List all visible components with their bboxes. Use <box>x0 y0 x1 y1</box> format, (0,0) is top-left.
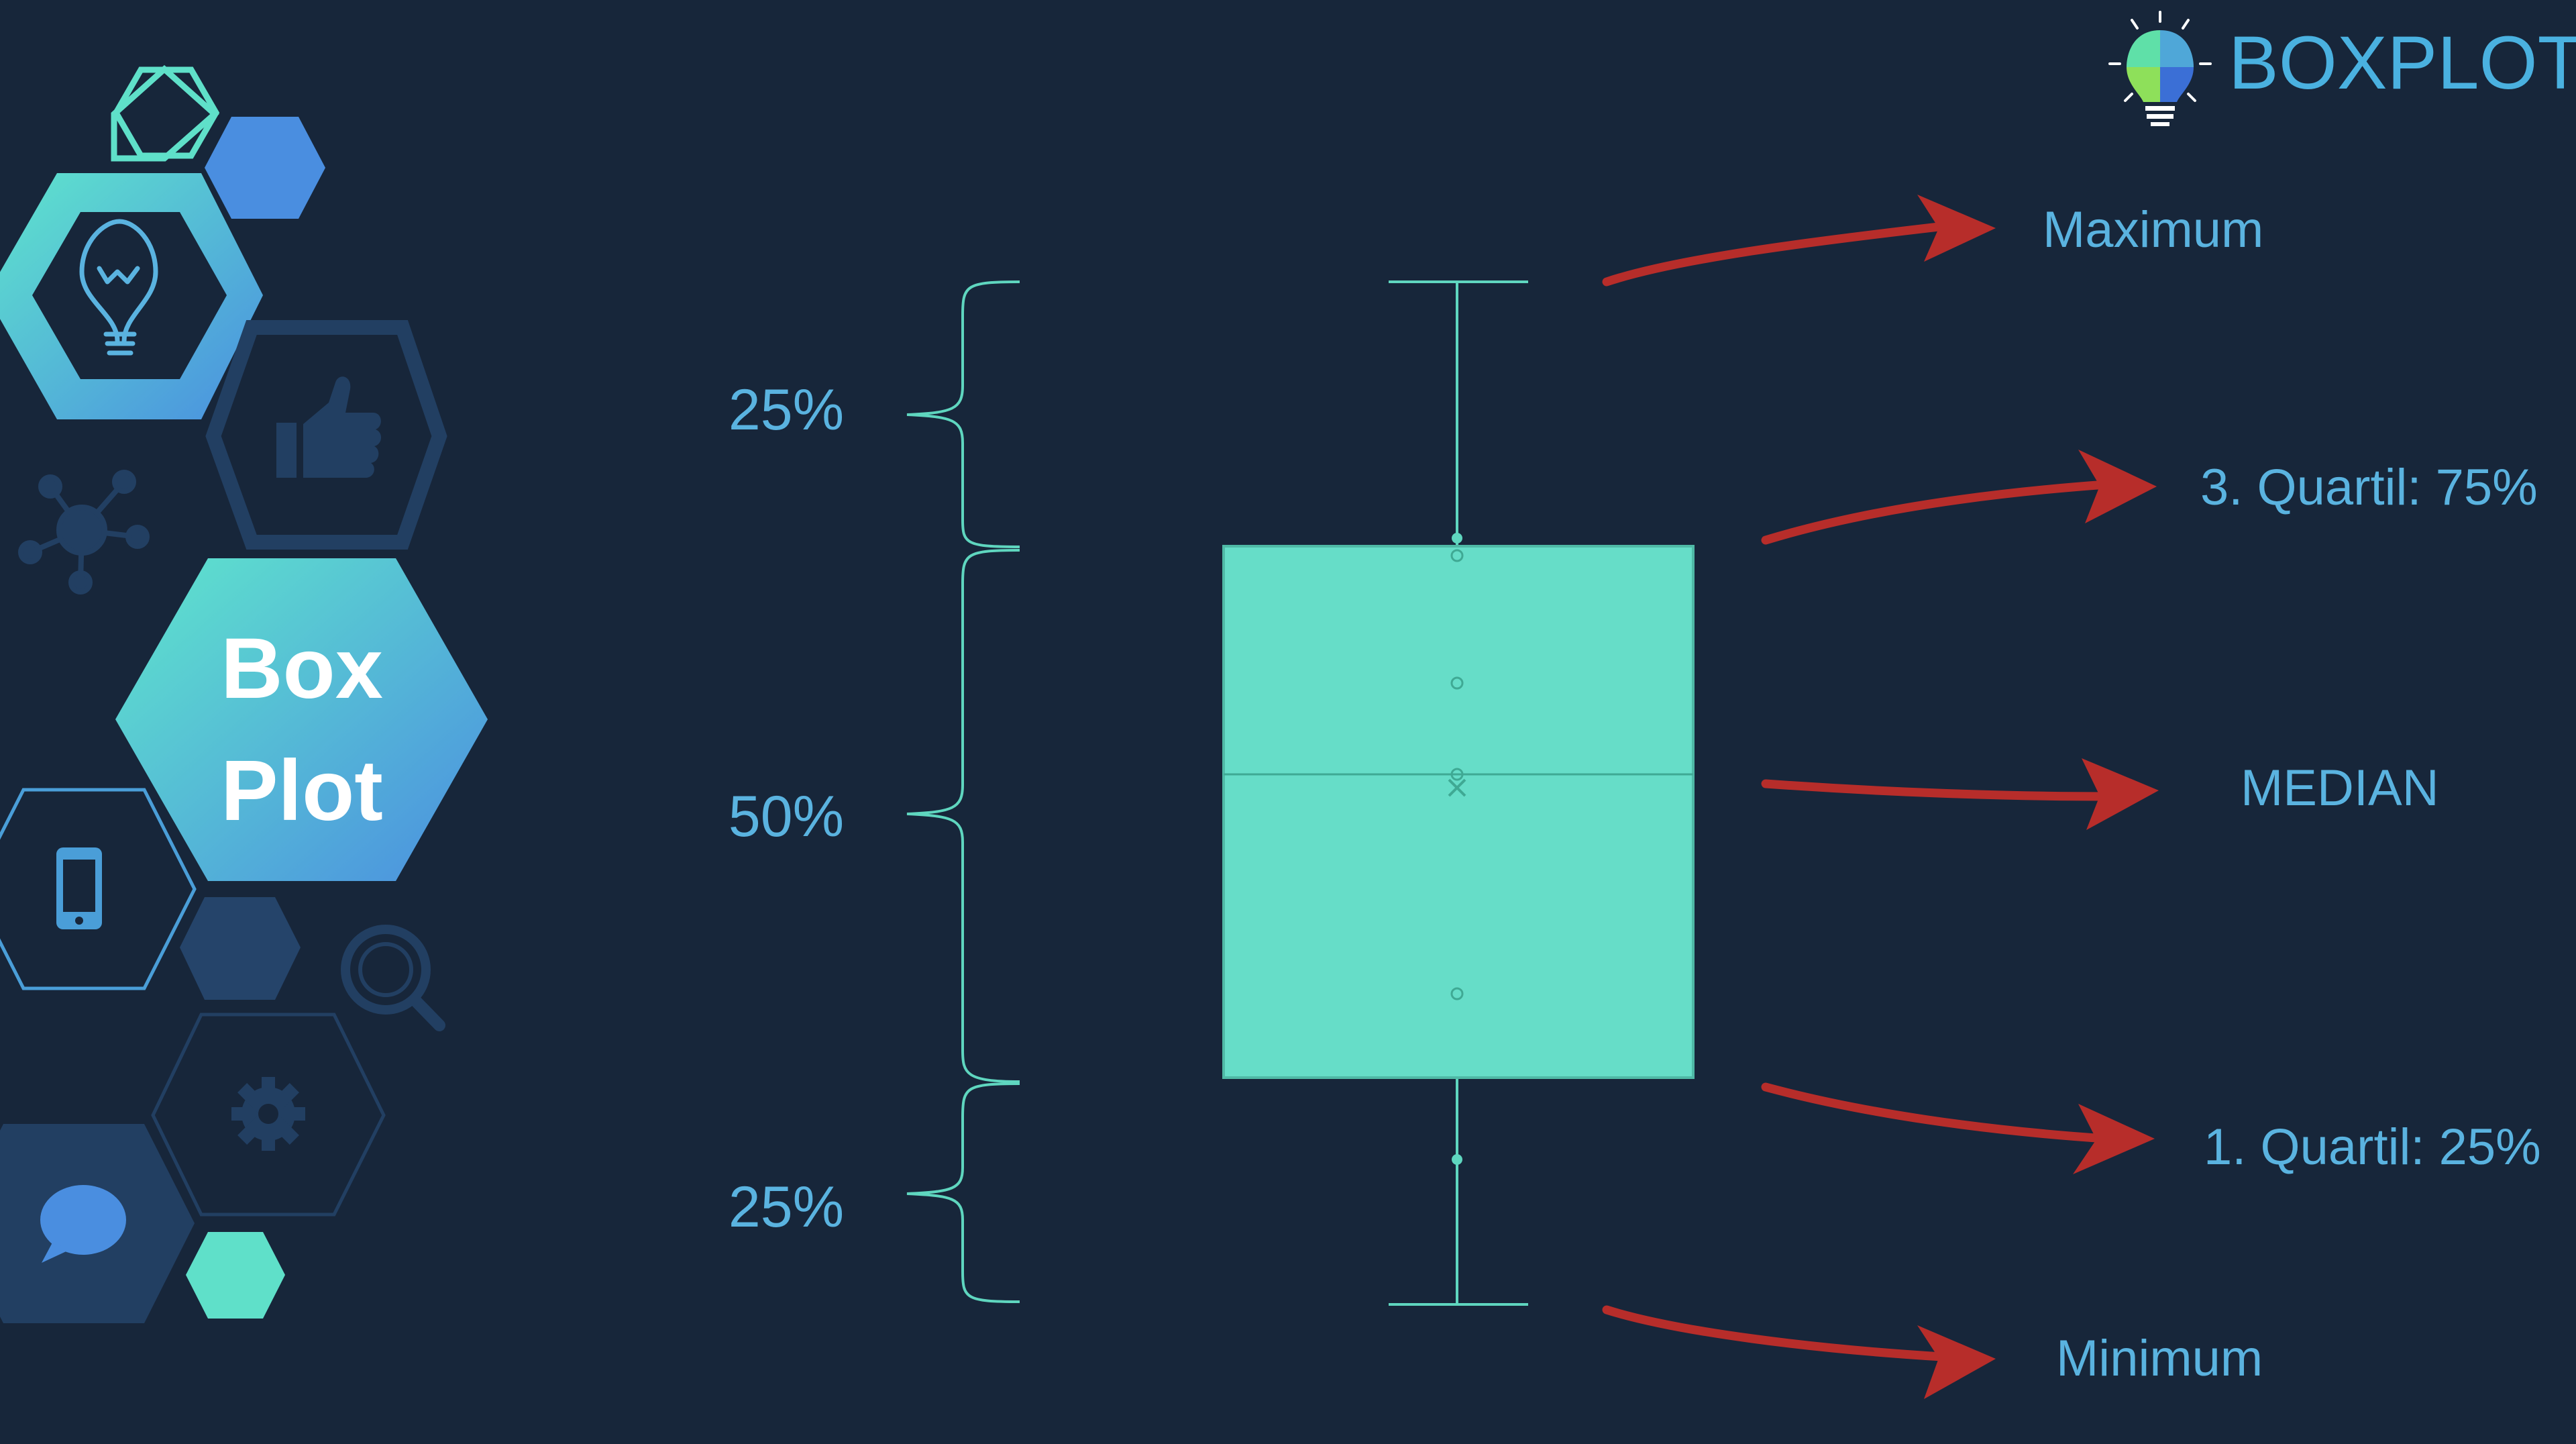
smartphone-icon <box>56 847 102 929</box>
mean-marker <box>1448 778 1466 797</box>
blue-hexagon <box>205 117 325 219</box>
thumbs-up-icon <box>276 376 382 478</box>
small-outline-hexagon <box>111 64 219 162</box>
chat-bubble-icon <box>40 1185 126 1263</box>
dark-hexagon <box>180 897 301 1000</box>
arrow-maximum <box>1602 195 1996 287</box>
search-icon <box>341 925 445 1031</box>
data-point <box>1450 987 1464 1000</box>
smartphone-hexagon <box>0 788 197 990</box>
lightbulb-icon <box>79 219 158 356</box>
sidebar-title-line1: Box <box>221 621 383 717</box>
sidebar-title-line2: Plot <box>221 743 383 839</box>
small-outline-hexagon-shape <box>112 66 220 159</box>
data-point <box>1452 533 1462 544</box>
brand-logo: BOXPLOT <box>2108 11 2576 126</box>
brace-top <box>906 280 1020 548</box>
arrow-q1 <box>1761 1082 2155 1174</box>
brand-text: BOXPLOT <box>2229 21 2576 105</box>
percent-label-bottom: 25% <box>729 1175 844 1239</box>
label-minimum: Minimum <box>2056 1330 2263 1387</box>
brace-middle <box>906 549 1020 1083</box>
data-point <box>1450 676 1464 690</box>
percent-braces <box>906 280 1020 1303</box>
label-q3: 3. Quartil: 75% <box>2200 459 2538 516</box>
brand-lightbulb-icon <box>2108 11 2212 126</box>
network-icon <box>18 470 150 595</box>
label-median: MEDIAN <box>2241 760 2439 817</box>
data-point <box>1450 768 1464 781</box>
data-point <box>1450 549 1464 562</box>
percent-label-middle: 50% <box>729 784 844 849</box>
percent-label-top: 25% <box>729 378 844 442</box>
label-maximum: Maximum <box>2043 201 2263 258</box>
gear-hexagon <box>151 1013 386 1217</box>
data-point <box>1452 1154 1462 1165</box>
annotation-arrows <box>1602 195 2159 1399</box>
teal-hexagon <box>186 1232 285 1319</box>
title-hexagon <box>115 558 488 881</box>
gear-icon <box>231 1077 305 1151</box>
thumbs-hexagon <box>205 320 447 550</box>
sidebar-decoration: Box Plot <box>0 64 488 1323</box>
arrow-minimum <box>1602 1305 1996 1399</box>
arrow-median <box>1761 758 2159 830</box>
box-plot <box>1222 280 1695 1306</box>
brace-bottom <box>906 1082 1020 1303</box>
arrow-q3 <box>1761 450 2157 545</box>
label-q1: 1. Quartil: 25% <box>2204 1119 2541 1176</box>
